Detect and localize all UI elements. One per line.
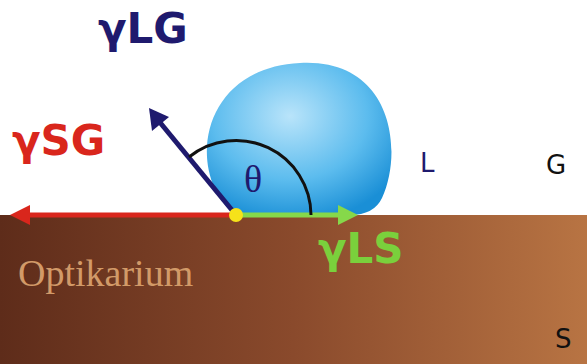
arrow-head — [338, 205, 358, 225]
phase-label: G — [546, 152, 566, 178]
surface-tension-label: γLG — [98, 8, 188, 50]
solid-substrate — [0, 215, 587, 364]
surface-tension-label: γSG — [12, 120, 105, 162]
gamma-sg-arrow — [22, 213, 236, 218]
phase-label: L — [420, 150, 435, 176]
surface-tension-label: γLS — [318, 228, 404, 270]
gamma-lg-arrow — [158, 120, 236, 215]
gamma-ls-arrow — [236, 213, 345, 218]
phase-label: S — [555, 326, 572, 352]
watermark: Optikarium — [18, 254, 193, 292]
arrow-head — [10, 205, 30, 225]
angle-symbol: θ — [244, 160, 262, 198]
arrow-head — [149, 108, 169, 131]
liquid-drop — [207, 63, 392, 215]
contact-angle-arc — [189, 140, 311, 215]
contact-point — [229, 208, 243, 222]
